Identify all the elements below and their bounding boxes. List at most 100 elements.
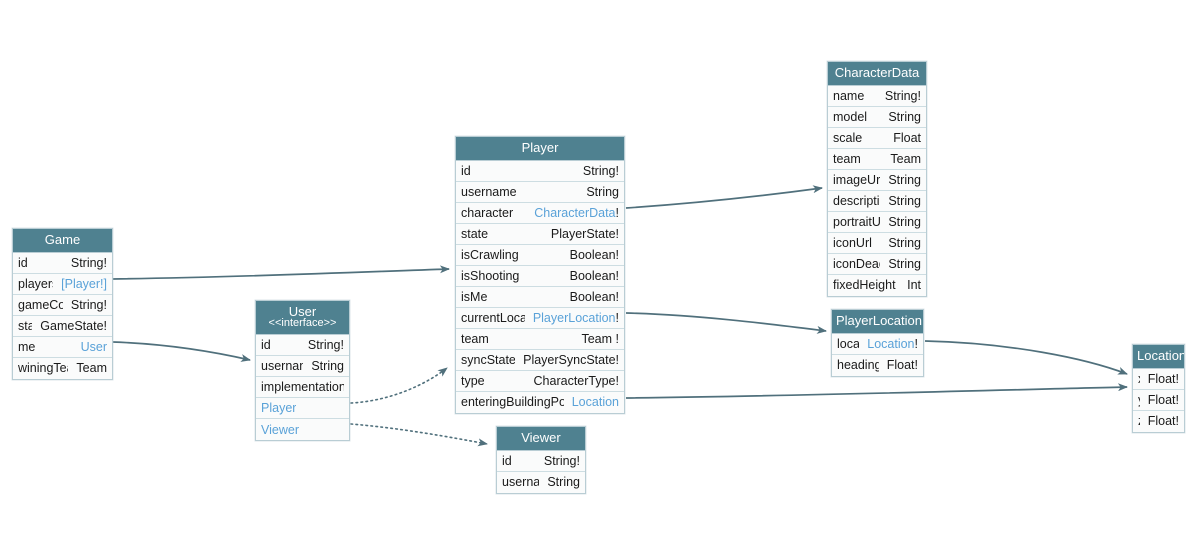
field-row[interactable]: descriptionString <box>828 191 926 212</box>
field-name: model <box>833 109 868 124</box>
field-row[interactable]: id String! <box>497 451 585 472</box>
field-row[interactable]: gameCodeString! <box>13 295 112 316</box>
field-row[interactable]: imageUrl String <box>828 170 926 191</box>
field-row[interactable]: Viewer <box>256 419 349 440</box>
field-row[interactable]: winingTeamTeam <box>13 358 112 379</box>
field-row[interactable]: syncState PlayerSyncState! <box>456 350 624 371</box>
field-type: CharacterData! <box>534 206 619 220</box>
entity-location[interactable]: LocationxFloat!yFloat!zFloat! <box>1132 344 1185 433</box>
field-type: Boolean! <box>570 248 619 262</box>
field-type-text: Float! <box>886 358 918 373</box>
field-name: username <box>502 475 540 490</box>
field-name: x <box>1138 372 1140 386</box>
field-name: state <box>18 318 32 333</box>
field-row[interactable]: iconUrl String <box>828 233 926 254</box>
field-type-text: Team <box>76 361 107 376</box>
field-type-text: CharacterData <box>534 205 616 220</box>
entity-playerlocation[interactable]: PlayerLocation locationLocation! heading Fl… <box>831 309 924 377</box>
entity-viewer[interactable]: Viewer id String! username String <box>496 426 586 494</box>
field-name: syncState <box>461 352 516 367</box>
field-type: String <box>888 110 921 124</box>
field-type: String <box>888 194 921 208</box>
field-type-text: Boolean! <box>569 289 619 304</box>
field-type: Location! <box>867 337 918 351</box>
field-type-text: Team ! <box>581 331 619 346</box>
field-row[interactable]: portraitUrlString <box>828 212 926 233</box>
field-row[interactable]: locationLocation! <box>832 334 923 355</box>
field-name: heading <box>837 358 879 373</box>
field-name: Viewer <box>261 422 299 437</box>
entity-header-characterdata: CharacterData <box>828 62 926 86</box>
field-type: Boolean! <box>570 290 619 304</box>
field-type: String! <box>583 164 619 178</box>
field-name: iconUrl <box>833 235 872 250</box>
field-type-nonnull: ! <box>615 310 619 325</box>
field-type: String <box>311 359 344 373</box>
entity-title: PlayerLocation <box>836 313 922 328</box>
field-type: GameState! <box>40 319 107 333</box>
field-row[interactable]: enteringBuildingPositionLocation <box>456 392 624 413</box>
field-type-text: Location <box>867 336 915 351</box>
field-name: id <box>502 453 512 468</box>
field-type-text: PlayerSyncState! <box>523 352 619 367</box>
field-row[interactable]: Player <box>256 398 349 420</box>
field-type: Float! <box>1148 393 1179 407</box>
field-type: Float! <box>887 358 918 372</box>
field-type-nonnull: ! <box>914 336 918 351</box>
field-row[interactable]: x Float! <box>1133 369 1184 390</box>
entity-header-viewer: Viewer <box>497 427 585 451</box>
field-type: Boolean! <box>570 269 619 283</box>
field-row[interactable]: iconDeadUrlString <box>828 254 926 275</box>
field-type: String <box>547 475 580 489</box>
field-row[interactable]: username String <box>497 472 585 493</box>
field-row[interactable]: y Float! <box>1133 390 1184 411</box>
field-type-text: GameState! <box>40 318 107 333</box>
field-row[interactable]: currentLocationPlayerLocation! <box>456 308 624 329</box>
field-type: Team <box>890 152 921 166</box>
field-type-text: String! <box>582 163 619 178</box>
field-row[interactable]: implementations <box>256 377 349 399</box>
edge-game-me-to-user <box>112 341 251 362</box>
field-name: state <box>461 226 489 241</box>
field-type-text: User <box>80 339 107 354</box>
field-row[interactable]: state GameState! <box>13 316 112 337</box>
field-type: Team ! <box>581 332 619 346</box>
field-row[interactable]: zFloat! <box>1133 411 1184 432</box>
field-name: scale <box>833 130 863 145</box>
field-type-text: String! <box>884 88 921 103</box>
entity-header-playerlocation: PlayerLocation <box>832 310 923 334</box>
entity-stereotype: <<interface>> <box>268 316 337 329</box>
field-type: String! <box>544 454 580 468</box>
field-type: String <box>888 173 921 187</box>
field-row[interactable]: players[Player!] <box>13 274 112 295</box>
entity-user[interactable]: User<<interface>>idString!usernameString… <box>255 300 350 442</box>
field-row[interactable]: model String <box>828 107 926 128</box>
entity-title: Viewer <box>521 430 561 445</box>
field-row[interactable]: heading Float! <box>832 355 923 376</box>
entity-game[interactable]: GameidString!players[Player!]gameCodeStr… <box>12 228 113 380</box>
field-type-text: String <box>311 359 344 374</box>
field-type: Float! <box>1148 372 1179 386</box>
field-type: String <box>888 236 921 250</box>
field-name: imageUrl <box>833 172 881 187</box>
field-name: y <box>1138 393 1140 407</box>
